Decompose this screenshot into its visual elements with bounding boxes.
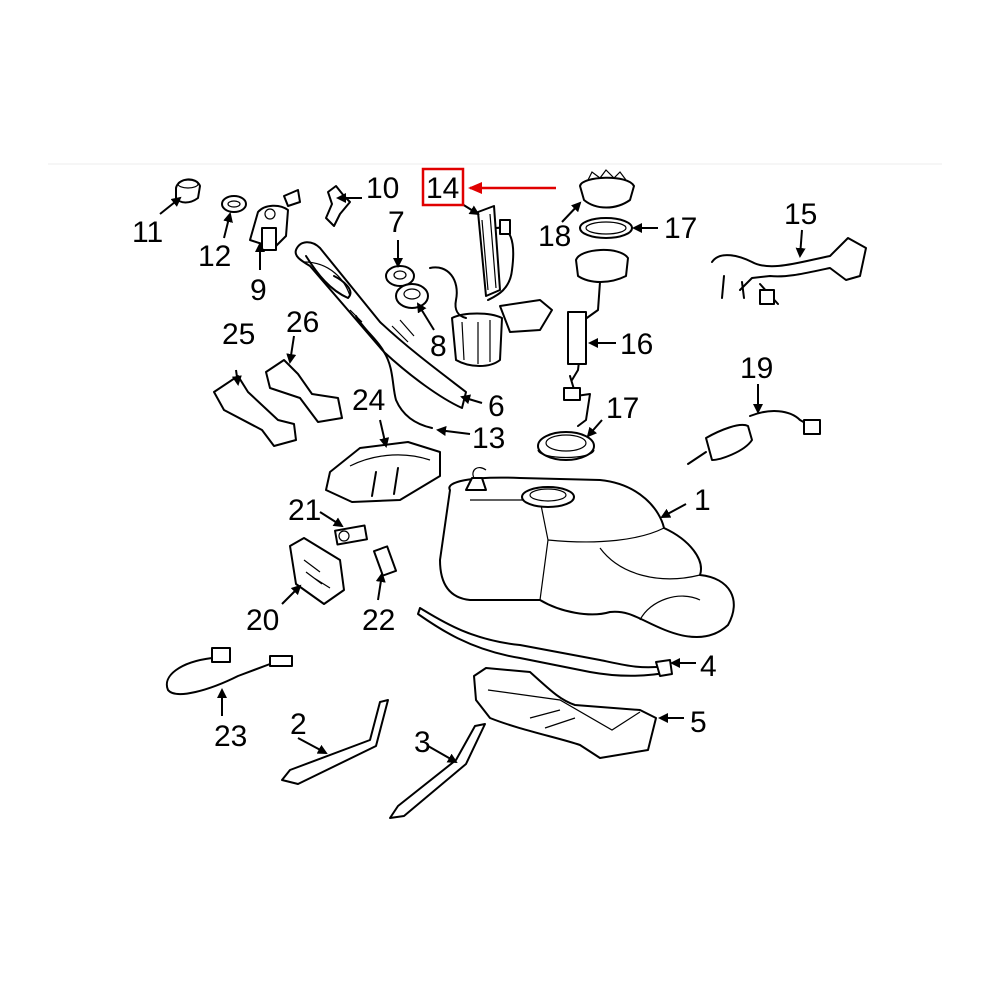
lock-ring-part [579,169,635,209]
fuel-tank-part [439,466,735,638]
support-rail-part [417,607,673,677]
valve-part-21 [334,524,368,546]
callout-23: 23 [214,720,247,753]
seal-part-17-upper [579,217,633,239]
valve-part-9 [249,189,301,251]
grommet-part-7 [385,265,415,287]
bracket-part-10 [325,185,351,227]
callout-24: 24 [352,384,385,417]
callout-arrows [159,193,806,763]
bracket-part-25 [213,375,297,447]
seal-part-17-lower [537,431,595,461]
hose-clip [349,309,389,357]
relay-bracket-part [289,537,345,605]
callout-labels: 1 2 3 4 5 6 7 8 9 10 11 12 13 14 15 16 1… [132,172,817,759]
fuel-pump-module-part [429,205,553,367]
sending-unit-part [563,248,629,427]
callout-19: 19 [740,352,773,385]
callout-20: 20 [246,604,279,637]
callout-18: 18 [538,220,571,253]
callout-14: 14 [426,172,459,205]
callout-17-lower: 17 [606,392,639,425]
callout-12: 12 [198,240,231,273]
callout-26: 26 [286,306,319,339]
callout-3: 3 [414,726,431,759]
fuel-filter-part [687,410,821,465]
callout-2: 2 [290,708,307,741]
bracket-part-26 [265,359,343,423]
hose-piece-part-22 [372,545,398,577]
tank-strap-part-2 [281,699,389,785]
heat-shield-part [473,667,657,759]
callout-7: 7 [388,206,405,239]
callout-6: 6 [488,390,505,423]
clamp-part-12 [221,195,247,213]
callout-9: 9 [250,274,267,307]
callout-25: 25 [222,318,255,351]
wiring-harness-part [711,237,867,305]
highlight-box [421,167,465,207]
callout-16: 16 [620,328,653,361]
callout-8: 8 [430,330,447,363]
callout-4: 4 [700,650,717,683]
grommet-part-8 [395,283,429,309]
callout-22: 22 [362,604,395,637]
callout-21: 21 [288,494,321,527]
callout-1: 1 [694,484,711,517]
sensor-wiring-part [165,647,293,695]
callout-17-upper: 17 [664,212,697,245]
evap-canister-part [325,441,441,503]
filler-pipe-part [294,241,467,409]
callout-15: 15 [784,198,817,231]
callout-13: 13 [472,422,505,455]
callout-5: 5 [690,706,707,739]
callout-11: 11 [132,216,163,249]
tank-strap-part-3 [389,723,486,819]
callout-10: 10 [366,172,399,205]
hose-part-13 [355,315,433,429]
